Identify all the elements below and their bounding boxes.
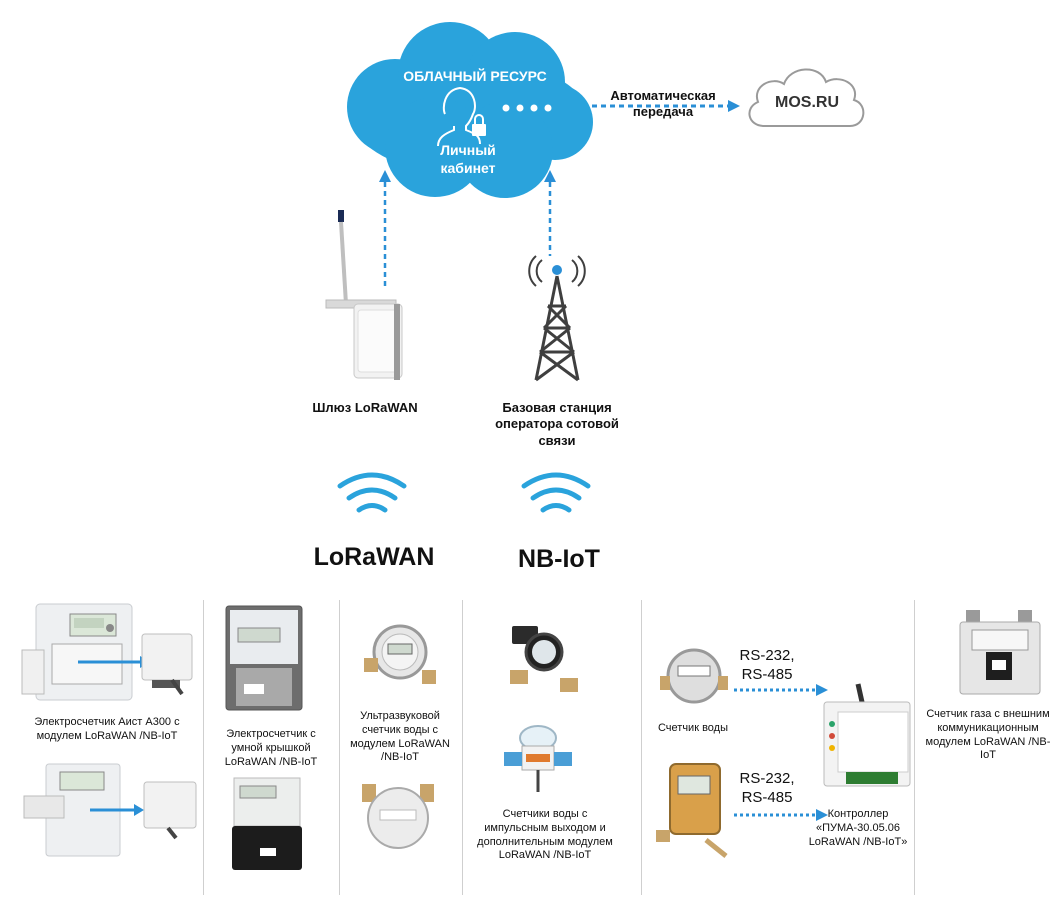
pulse-water-meter-image <box>510 626 578 692</box>
protocol-nbiot: NB-IoT <box>518 545 600 573</box>
smart-cover-meter-image-2 <box>232 777 302 870</box>
user-lock-icon <box>437 86 486 147</box>
gas-meter-image <box>959 610 1041 695</box>
ultrasonic-label: Ультразвуковой счетчик воды с модулем Lo… <box>350 710 450 764</box>
cloud-resource: ОБЛАЧНЫЙ РЕСУРС Личный кабинет <box>340 12 600 202</box>
rs-bottom-arrow <box>734 809 828 821</box>
antenna-icon <box>338 210 348 305</box>
water-meter-bottom-image <box>656 763 728 858</box>
gateway-label: Шлюз LoRaWAN <box>312 400 418 415</box>
gateway-arrow <box>379 170 391 286</box>
ultrasonic-meter-image-2 <box>362 784 434 849</box>
cell-tower-icon <box>528 255 586 382</box>
ultrasonic-meter-image <box>364 624 436 684</box>
divider <box>641 600 642 895</box>
controller-label: Контроллер «ПУМА-30.05.06 LoRaWAN /NB-Io… <box>808 808 908 848</box>
divider <box>339 600 340 895</box>
gateway-device <box>325 210 403 380</box>
divider <box>914 600 915 895</box>
wifi-signal-icon <box>337 472 407 513</box>
cloud-title: ОБЛАЧНЫЙ РЕСУРС <box>403 68 547 84</box>
divider <box>462 600 463 895</box>
aist-meter-image-2 <box>23 763 197 857</box>
rs-top-label: RS-232, RS-485 <box>739 647 795 683</box>
pulse-water-label: Счетчики воды с импульсным выходом и доп… <box>477 808 613 862</box>
mos-cloud: MOS.RU <box>742 56 872 146</box>
station-label: Базовая станция оператора сотовой связи <box>495 400 619 448</box>
rs-bottom-label: RS-232, RS-485 <box>739 770 795 806</box>
gas-label: Счетчик газа с внешним коммуникационным … <box>925 708 1051 762</box>
protocol-lorawan: LoRaWAN <box>313 543 435 571</box>
station-arrow <box>544 170 556 256</box>
cloud-cabinet: Личный кабинет <box>440 142 496 176</box>
transfer-label: Автоматическая передача <box>610 88 716 120</box>
dots <box>502 104 552 112</box>
cloud-shape <box>347 22 593 198</box>
transfer-arrow <box>592 100 740 112</box>
mos-label: MOS.RU <box>775 94 839 111</box>
wifi-signal-icon <box>521 472 591 513</box>
rs-top-arrow <box>734 684 828 696</box>
smart-cover-meter-image <box>225 605 303 711</box>
aist-meter-image <box>21 603 193 701</box>
controller-image <box>823 683 911 787</box>
water-meter-top-image <box>660 648 728 704</box>
divider <box>203 600 204 895</box>
water-meter-label: Счетчик воды <box>657 722 728 734</box>
pulse-water-meter-image-2 <box>504 725 572 792</box>
smart-cover-label: Электросчетчик с умной крышкой LoRaWAN /… <box>224 728 318 768</box>
aist-label: Электросчетчик Аист А300 с модулем LoRaW… <box>34 716 180 742</box>
